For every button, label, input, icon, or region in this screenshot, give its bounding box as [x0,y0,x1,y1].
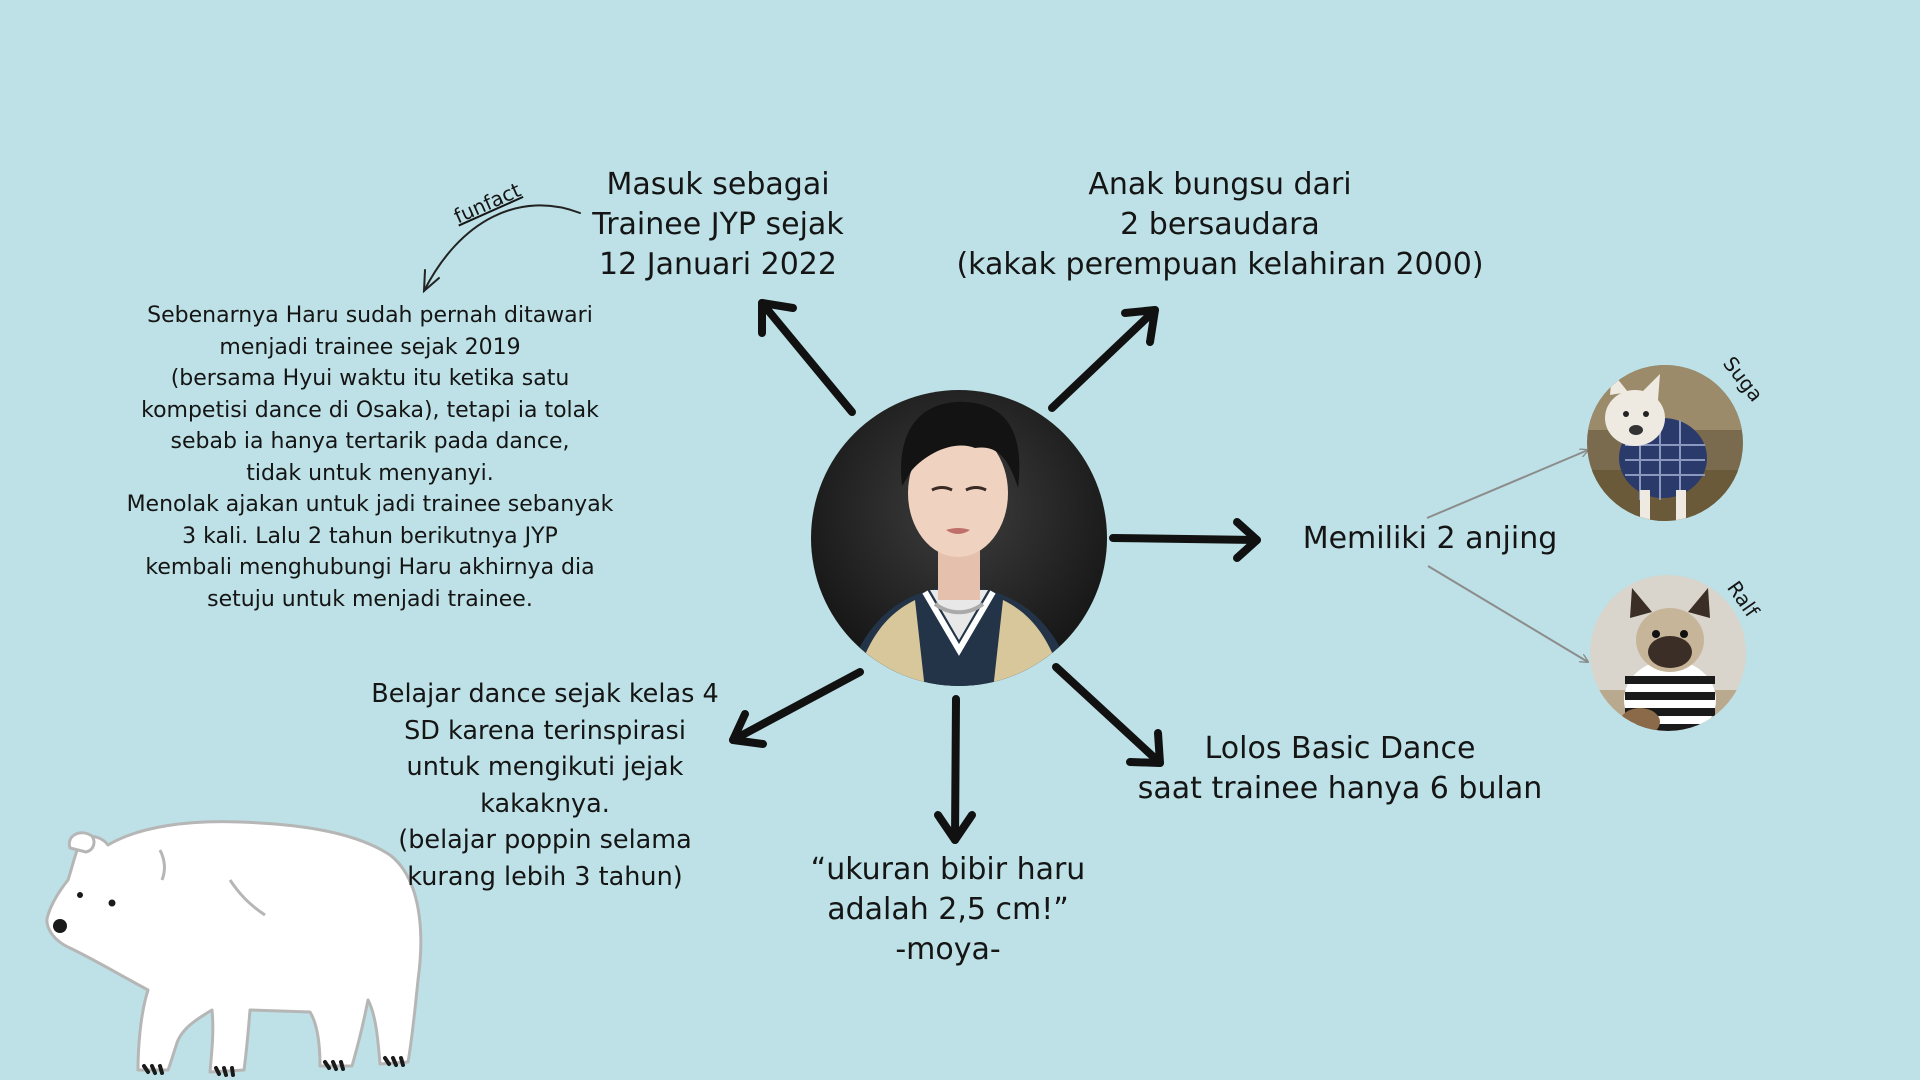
arrow-to-sibling [1048,306,1159,412]
fact-trainee-since: Masuk sebagai Trainee JYP sejak 12 Janua… [592,167,844,282]
portrait-photo [811,390,1107,686]
arrow-to-dogs [1109,518,1261,562]
arrow-to-basic-dance [1052,663,1164,767]
dog-photo-suga [1587,365,1743,521]
fact-two-dogs: Memiliki 2 anjing [1302,521,1558,556]
arrow-to-trainee [758,299,856,416]
arrow-to-dance-start [729,668,864,748]
polar-bear-illustration [45,820,423,1074]
funfact-text: Sebenarnya Haru sudah pernah ditawari me… [126,303,614,612]
fact-youngest-sibling: Anak bungsu dari 2 bersaudara (kakak per… [956,167,1484,282]
arrow-to-ralf [1427,565,1588,662]
arrow-to-lips [934,695,976,844]
fact-dance-start: Belajar dance sejak kelas 4 SD karena te… [371,679,719,892]
funfact-arrow [422,204,581,294]
polar-bear-face [53,892,405,1077]
fact-lips-quote: “ukuran bibir haru adalah 2,5 cm!” -moya… [810,852,1086,967]
arrow-to-suga [1426,450,1588,519]
fact-basic-dance: Lolos Basic Dance saat trainee hanya 6 b… [1137,731,1543,806]
